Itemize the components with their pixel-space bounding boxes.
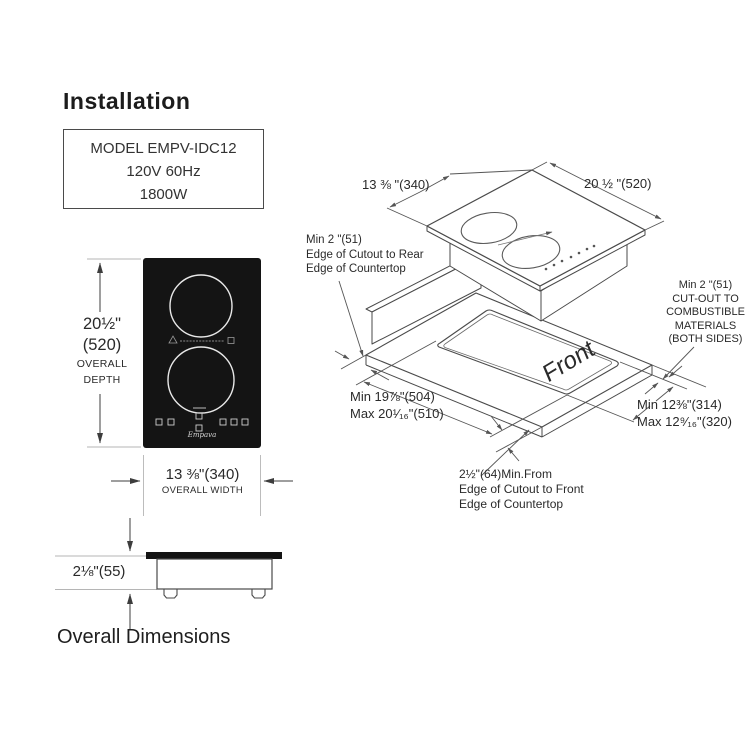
page-title: Installation [63, 88, 191, 114]
touch-controls [155, 407, 249, 432]
iso-burner-left [460, 212, 518, 244]
cutout-opening [437, 309, 619, 395]
depth-mm: (520) [82, 336, 122, 354]
dimension-lines [334, 161, 707, 477]
rear-note-line2: Edge of Cutout to Rear [306, 248, 424, 261]
iso-width-dimension-label: 13 ⅜ "(340) [362, 177, 430, 192]
electrical-rating: 120V 60Hz [126, 163, 201, 180]
front-note-line3: Edge of Countertop [459, 497, 564, 511]
power-rating: 1800W [139, 186, 188, 203]
overall-depth-dimension-label: 20½" (520) OVERALL DEPTH [64, 314, 140, 388]
width-value: 13 ⅜"(340) [165, 466, 240, 483]
foot-right [251, 588, 266, 599]
side-note-line5: (BOTH SIDES) [668, 333, 743, 345]
side-note-line1: Min 2 "(51) [678, 279, 733, 291]
iso-cooktop [426, 169, 646, 322]
side-note-line4: MATERIALS [674, 319, 737, 332]
iso-controls [544, 244, 596, 271]
cutout-width-dimension-label: Min 12⅜"(314) Max 12⁹⁄₁₆"(320) [637, 396, 732, 430]
depth-value: 20½" [83, 315, 121, 333]
iso-burner-right [501, 235, 561, 269]
width-dimension [111, 455, 293, 516]
depth-dimension [87, 258, 141, 448]
depth-caption-2: DEPTH [83, 374, 121, 386]
model-number: MODEL EMPV-IDC12 [90, 140, 237, 157]
cutout-depth-max: Max 20¹⁄₁₆"(510) [350, 406, 444, 421]
cutout-depth-min: Min 19⅞"(504) [350, 389, 435, 404]
front-clearance-note: 2½"(64)Min.From Edge of Cutout to Front … [459, 467, 584, 512]
warning-triangle-icon [168, 335, 178, 344]
iso-depth-dimension-label: 20 ½ "(520) [584, 176, 652, 191]
rear-note-line3: Edge of Countertop [306, 263, 406, 275]
cooktop-side-view [55, 518, 282, 630]
cooktop-front-view [143, 258, 261, 448]
side-clearance-note: Min 2 "(51) CUT-OUT TO COMBUSTIBLE MATER… [657, 279, 754, 347]
cutout-width-min: Min 12⅜"(314) [637, 397, 722, 412]
cutout-depth-dimension-label: Min 19⅞"(504) Max 20¹⁄₁₆"(510) [350, 388, 444, 422]
front-note-line2: Edge of Cutout to Front [459, 482, 584, 496]
no-pot-icon [227, 337, 235, 344]
overall-dimensions-caption: Overall Dimensions [57, 626, 231, 648]
iso-view [334, 161, 707, 477]
rear-note-line1: Min 2 "(51) [306, 234, 362, 246]
cutout-width-max: Max 12⁹⁄₁₆"(320) [637, 414, 732, 429]
width-caption: OVERALL WIDTH [161, 485, 244, 496]
front-note-line1: 2½"(64)Min.From [459, 467, 552, 481]
rear-clearance-note: Min 2 "(51) Edge of Cutout to Rear Edge … [306, 233, 424, 277]
side-note-line3: COMBUSTIBLE [666, 306, 745, 318]
depth-caption-1: OVERALL [76, 358, 128, 370]
model-spec-box: MODEL EMPV-IDC12 120V 60Hz 1800W [63, 129, 264, 209]
foot-left [163, 588, 178, 599]
overall-width-dimension-label: 13 ⅜"(340) OVERALL WIDTH [146, 465, 259, 498]
side-note-line2: CUT-OUT TO [672, 292, 739, 305]
brand-logo: Empava [187, 431, 217, 439]
overall-height-dimension-label: 2⅛"(55) [72, 563, 126, 580]
